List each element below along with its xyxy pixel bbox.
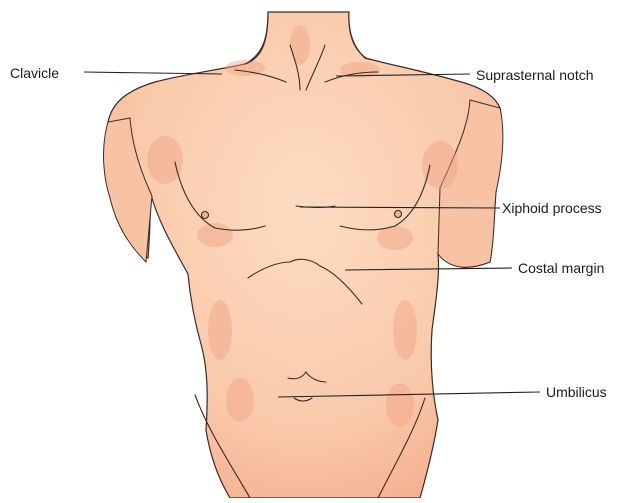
label-xiphoid-process: Xiphoid process: [502, 200, 602, 216]
label-clavicle: Clavicle: [10, 65, 59, 81]
label-umbilicus: Umbilicus: [546, 384, 607, 400]
label-suprasternal-notch: Suprasternal notch: [476, 67, 594, 83]
label-costal-margin: Costal margin: [518, 260, 604, 276]
